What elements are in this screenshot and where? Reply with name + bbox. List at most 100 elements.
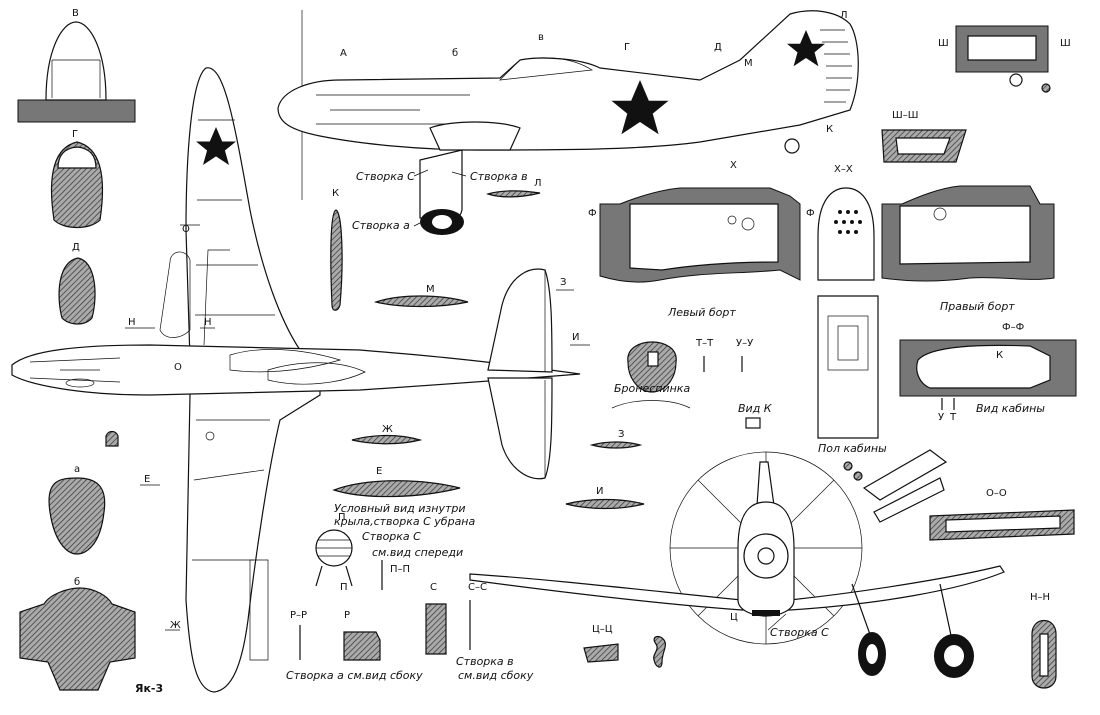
top-z-letter: З: [560, 277, 566, 288]
cockpit-x: Х: [730, 160, 737, 171]
label-view-cabin: Вид кабины: [976, 402, 1045, 415]
section-sh2: Ш: [1060, 38, 1071, 49]
cockpit-f-mid: Ф: [806, 208, 815, 219]
detail-p: П Створка С см.вид спереди П–П П: [315, 512, 463, 593]
label-o-o: О–О: [986, 488, 1007, 499]
airfoil-l-letter: Л: [534, 178, 542, 189]
airfoil-k: К: [330, 188, 343, 311]
airfoil-m: М: [373, 284, 469, 308]
label-c-c: С–С: [468, 582, 487, 593]
airfoil-e-letter: Е: [376, 466, 382, 477]
view-cabin-k: К: [996, 350, 1003, 361]
airfoil-zh: Ж: [351, 424, 423, 445]
label-flap-c-front: Створка С: [770, 626, 829, 639]
label-sh-sh: Ш–Ш: [892, 110, 918, 121]
section-sh: Ш Ш: [938, 25, 1071, 93]
section-v: В: [17, 8, 136, 123]
airfoil-k-letter: К: [332, 188, 339, 199]
airfoil-e: Е: [332, 466, 461, 498]
airfoil-z-letter: З: [618, 429, 624, 440]
cockpit-f-left: Ф: [588, 208, 597, 219]
top-n-left: Н: [128, 317, 136, 328]
detail-exhaust: [843, 449, 948, 523]
airfoil-zh-letter: Ж: [382, 424, 393, 435]
section-a-letter: а: [74, 464, 80, 475]
front-view: Ц Створка С: [469, 451, 1005, 678]
side-d: Д: [714, 42, 722, 53]
top-i-letter: И: [572, 332, 579, 343]
airfoil-i: И: [565, 486, 645, 510]
top-n-right: Н: [204, 317, 212, 328]
label-u: У: [938, 412, 944, 423]
section-ts-ts: Ц–Ц: [583, 624, 666, 668]
section-o-o: О–О: [929, 488, 1075, 541]
label-see-front: см.вид спереди: [372, 546, 463, 559]
label-flap-v-side1: Створка в: [456, 655, 514, 668]
section-d: Д: [58, 242, 96, 325]
label-f-f: Ф–Ф: [1002, 322, 1025, 333]
label-c: С: [430, 582, 437, 593]
top-o1: О: [174, 362, 182, 373]
p-letter-2: П: [340, 582, 348, 593]
airfoil-i-letter: И: [596, 486, 603, 497]
side-k: К: [826, 124, 833, 135]
label-t-t: Т–Т: [695, 338, 714, 349]
cockpit-front: Х–Х Ф: [806, 164, 875, 281]
p-letter: П: [338, 512, 346, 523]
label-flap-c: Створка С: [356, 170, 415, 183]
section-sh-sh: Ш–Ш: [881, 110, 967, 163]
label-cond-view: Условный вид изнутри: [334, 502, 466, 515]
section-b: б: [19, 577, 136, 691]
side-view: А б в Г Д М Л К Створка С Створка в Ство…: [277, 10, 859, 235]
label-cond-view2: крыла,створка С убрана: [334, 515, 475, 528]
label-x-x: Х–Х: [834, 164, 853, 175]
section-b-letter: б: [74, 577, 80, 588]
label-left-side: Левый борт: [667, 306, 736, 319]
side-l: Л: [840, 10, 848, 21]
label-armor: Бронеспинка: [614, 382, 690, 395]
label-u-u: У–У: [736, 338, 753, 349]
aircraft-title: Як-3: [135, 682, 163, 695]
section-g-letter: Г: [72, 129, 78, 140]
side-b: б: [452, 48, 458, 59]
section-g: Г: [50, 129, 104, 229]
label-p-flap-c: Створка С: [362, 530, 421, 543]
cabin-floor: Пол кабины: [817, 295, 887, 455]
label-flap-v: Створка в: [470, 170, 528, 183]
top-e: Е: [144, 474, 150, 485]
airfoil-l: Л: [486, 178, 542, 198]
label-flap-a: Створка а: [352, 219, 410, 232]
side-a: А: [340, 48, 347, 59]
top-view: О Н Н О Е Ж З И: [11, 67, 590, 693]
cockpit-left: Х Ф Левый борт: [588, 160, 801, 319]
section-sh1: Ш: [938, 38, 949, 49]
label-right-side: Правый борт: [940, 300, 1015, 313]
top-zh: Ж: [170, 620, 181, 631]
label-cabin-floor: Пол кабины: [818, 442, 887, 455]
label-t: Т: [949, 412, 957, 423]
label-n-n: Н–Н: [1030, 592, 1050, 603]
side-m: М: [744, 58, 753, 69]
detail-r-c: Р–Р Р С С–С Створка а см.вид сбоку Створ…: [286, 582, 534, 682]
cockpit-right: Правый борт: [881, 185, 1055, 313]
label-ts-ts: Ц–Ц: [592, 624, 613, 635]
label-p-p: П–П: [390, 564, 410, 575]
side-g: Г: [624, 42, 630, 53]
label-flap-v-side2: см.вид сбоку: [458, 669, 534, 682]
top-o-letter: О: [182, 224, 190, 235]
label-flap-a-side: Створка а см.вид сбоку: [286, 669, 423, 682]
section-d-letter: Д: [72, 242, 80, 253]
front-ts: Ц: [730, 612, 738, 623]
airfoil-m-letter: М: [426, 284, 435, 295]
airfoil-z: З: [589, 429, 643, 449]
section-n-n: Н–Н: [1030, 592, 1057, 689]
section-a: а: [48, 464, 106, 555]
label-r-r: Р–Р: [290, 610, 307, 621]
label-view-k: Вид К: [738, 402, 773, 415]
detail-armor: Бронеспинка Т–Т У–У Вид К: [611, 338, 773, 429]
label-r: Р: [344, 610, 350, 621]
view-cabin: Ф–Ф К У Т Вид кабины: [899, 322, 1077, 423]
side-v: в: [538, 32, 544, 43]
section-v-letter: В: [72, 8, 79, 19]
